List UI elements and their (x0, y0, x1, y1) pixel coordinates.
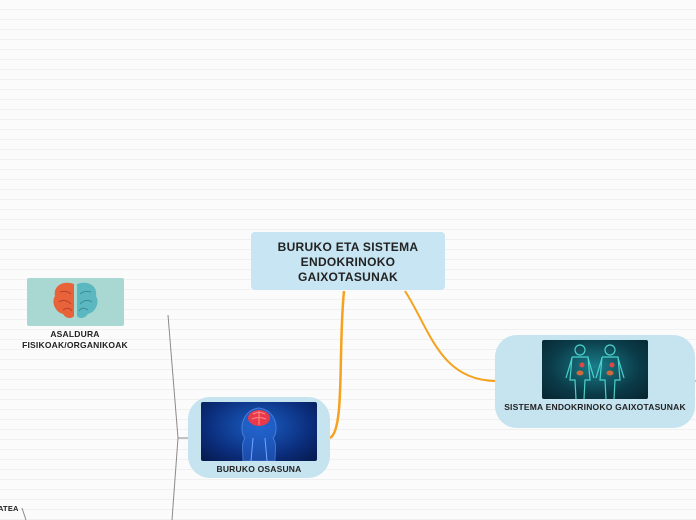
body-figure-left (565, 344, 595, 399)
topic-buruko-osasuna-label: BURUKO OSASUNA (216, 464, 302, 474)
brain-folds-left (58, 290, 73, 312)
body-figure-right (595, 344, 625, 399)
brain-hemispheres-image[interactable] (27, 278, 124, 326)
connector-buruko-asaldura (167, 314, 188, 439)
neck-lines (250, 437, 268, 461)
topic-buruko-osasuna[interactable]: BURUKO OSASUNA (188, 397, 330, 478)
brain-head-xray-image (201, 402, 317, 461)
topic-endocrine-label: SISTEMA ENDOKRINOKO GAIXOTASUNAK (504, 402, 686, 412)
subtopic-asaldura-label[interactable]: ASALDURA FISIKOAK/ORGANIKOAK (22, 329, 128, 350)
connector-root-endocrine (404, 290, 496, 382)
subtopic-partial-label[interactable]: ATEA (0, 504, 19, 513)
root-topic[interactable]: BURUKO ETA SISTEMA ENDOKRINOKO GAIXOTASU… (251, 232, 445, 290)
organ-heart-right (609, 362, 615, 368)
organ-heart-left (579, 362, 585, 368)
connector-root-buruko (329, 290, 346, 440)
connector-lower-left (21, 507, 27, 520)
topic-endocrine[interactable]: SISTEMA ENDOKRINOKO GAIXOTASUNAK (495, 335, 695, 428)
human-body-anatomy-image (542, 340, 648, 399)
organ-abdomen-left (576, 370, 584, 376)
root-topic-label: BURUKO ETA SISTEMA ENDOKRINOKO GAIXOTASU… (277, 240, 419, 284)
connector-buruko-lower (171, 437, 179, 520)
organ-abdomen-right (606, 370, 614, 376)
brain-folds-right (78, 290, 93, 312)
brain-fold (251, 411, 267, 425)
